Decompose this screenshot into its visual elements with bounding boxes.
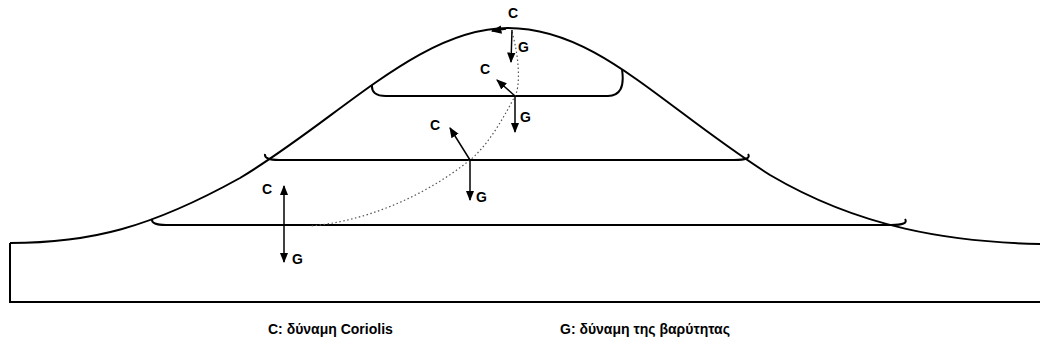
force-label: C <box>480 62 490 76</box>
gravity-arrow <box>514 96 516 132</box>
force-label: C <box>262 182 272 196</box>
legend-text: G: δύναμη της βαρύτητας <box>560 322 730 336</box>
ground-outline <box>10 243 1040 302</box>
force-label: G <box>476 190 487 204</box>
coriolis-arrow <box>450 128 470 160</box>
gravity-arrow <box>283 224 285 262</box>
coriolis-arrow <box>283 186 285 224</box>
layer-outline <box>372 69 623 96</box>
mountain-outline <box>10 28 1040 244</box>
force-label: G <box>292 252 303 266</box>
legend-text: C: δύναμη Coriolis <box>268 322 393 336</box>
layer-outline <box>152 219 906 225</box>
gravity-arrow <box>469 160 471 200</box>
coriolis-arrow <box>492 29 506 31</box>
coriolis-arrow <box>497 80 515 96</box>
force-label: G <box>520 110 531 124</box>
force-label: C <box>430 118 440 132</box>
trajectory-curve <box>310 32 518 226</box>
layer-outline <box>265 154 749 160</box>
force-label: C <box>508 6 518 20</box>
gravity-arrow <box>511 30 512 62</box>
force-label: G <box>518 40 529 54</box>
